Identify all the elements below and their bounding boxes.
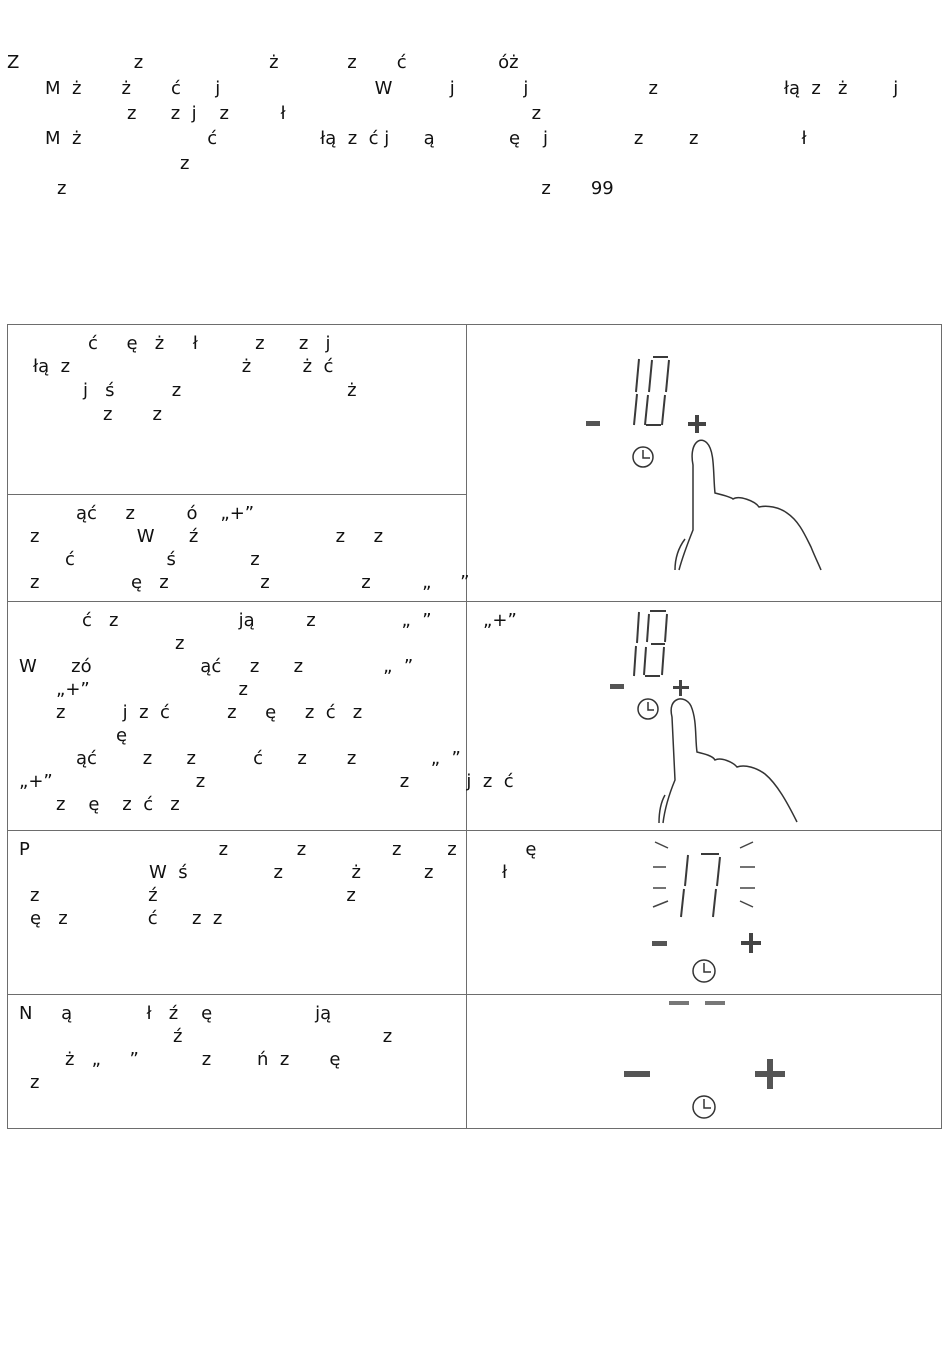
figure-cell-1: 10 [466,324,942,602]
step-2-text: ąć z ó „+” z W ź z z ć ś z z ę z z z [7,494,470,602]
step-4-line: z ź z [30,885,356,906]
step-4-line: W ś z ż z ł [149,862,508,883]
plus-icon[interactable] [741,933,761,953]
step-4-text: P z z z z ę W ś z ż z ł z ź [7,830,536,995]
minus-icon[interactable] [652,941,667,946]
step-3-text: ć z ją z „ ” „+” z W zó ąć z z „ ” „+” z… [7,601,517,831]
step-5-line: ź z [173,1026,393,1047]
timer-clock-icon [692,959,716,983]
steps-table: ć ę ż ł z z j łą z ż ż ć j ś z ż z z [7,324,942,1129]
table-row: N ą ł ź ę ją ź z ż „ ” z ń z ę z [7,994,942,1129]
pointing-finger-icon [674,439,822,571]
step-4-line: ę z ć z z [30,908,223,929]
blink-rays [652,841,755,908]
minus-icon[interactable] [624,1071,650,1077]
figure-cell-3: 17 [466,830,942,995]
step-2-line: ąć z ó „+” [76,503,255,524]
step-3-line: W zó ąć z z „ ” [19,656,414,677]
step-2-line: z W ź z z [30,526,384,547]
timer-clock-icon [692,1095,716,1119]
intro-line-1: Z z ż z ć óż [7,52,519,73]
display-digits [633,356,670,426]
step-3-line: z ę z ć z [56,794,180,815]
step-1-line: z z [103,404,162,425]
step-5-line: N ą ł ź ę ją [19,1003,332,1024]
display-dashes [669,1001,725,1005]
step-3-line: „+” z [56,679,248,700]
figure-cell-4: -- [466,994,942,1129]
step-2-line: ć ś z [65,549,260,570]
table-row: P z z z z ę W ś z ż z ł z ź [7,830,942,995]
display-value: 18 [617,616,640,637]
step-5-line: ż „ ” z ń z ę [65,1049,341,1070]
intro-line-6: z z 99 [57,178,614,199]
plus-icon[interactable] [755,1059,785,1089]
table-row: ąć z ó „+” z W ź z z ć ś z z ę z z z [7,494,942,602]
step-1-line: łą z ż ż ć [33,356,334,377]
intro-line-3: z z j z ł z [127,103,542,124]
step-3-line: z [175,633,185,654]
figure-cell-2: 18 [466,601,942,831]
display-illustration-17-blinking: 17 [652,841,761,983]
step-4-line: P z z z z ę [19,839,537,860]
intro-paragraph: Z z ż z ć óż M ż ż ć j W j j z [0,0,950,220]
intro-line-4: M ż ć łą z ć j ą ę j z z ł [45,128,807,149]
pointing-finger-icon [658,698,798,824]
step-3-line: „+” z z j z ć [19,771,514,792]
minus-icon[interactable] [610,684,624,689]
step-5-text: N ą ł ź ę ją ź z ż „ ” z ń z ę z [7,994,467,1129]
display-illustration-dashes: -- [624,1001,785,1119]
step-3-line: ć z ją z „ ” „+” [82,610,517,631]
table-row: ć ę ż ł z z j łą z ż ż ć j ś z ż z z [7,324,942,602]
step-1-text: ć ę ż ł z z j łą z ż ż ć j ś z ż z z [7,324,467,495]
step-1-line: j ś z ż [83,380,357,401]
table-row: ć z ją z „ ” „+” z W zó ąć z z „ ” „+” z… [7,601,942,831]
step-5-line: z [30,1072,40,1093]
plus-icon[interactable] [688,415,706,433]
step-3-line: ę [116,725,128,746]
step-3-line: ąć z z ć z z „ ” [76,748,461,769]
minus-icon[interactable] [586,421,600,426]
intro-line-5: z [180,153,190,174]
plus-icon[interactable] [673,680,689,696]
step-1-line: ć ę ż ł z z j [88,333,331,354]
intro-line-2: M ż ż ć j W j j z łą z ż j [45,78,899,99]
display-digits [633,610,668,677]
display-digits [680,853,721,918]
step-3-line: z j z ć z ę z ć z [56,702,363,723]
display-illustration-10: 10 [586,356,822,571]
step-2-line: z ę z z z „ ” [30,572,470,593]
timer-clock-icon [632,446,654,468]
display-illustration-18: 18 [610,610,798,824]
timer-clock-icon [637,698,659,720]
